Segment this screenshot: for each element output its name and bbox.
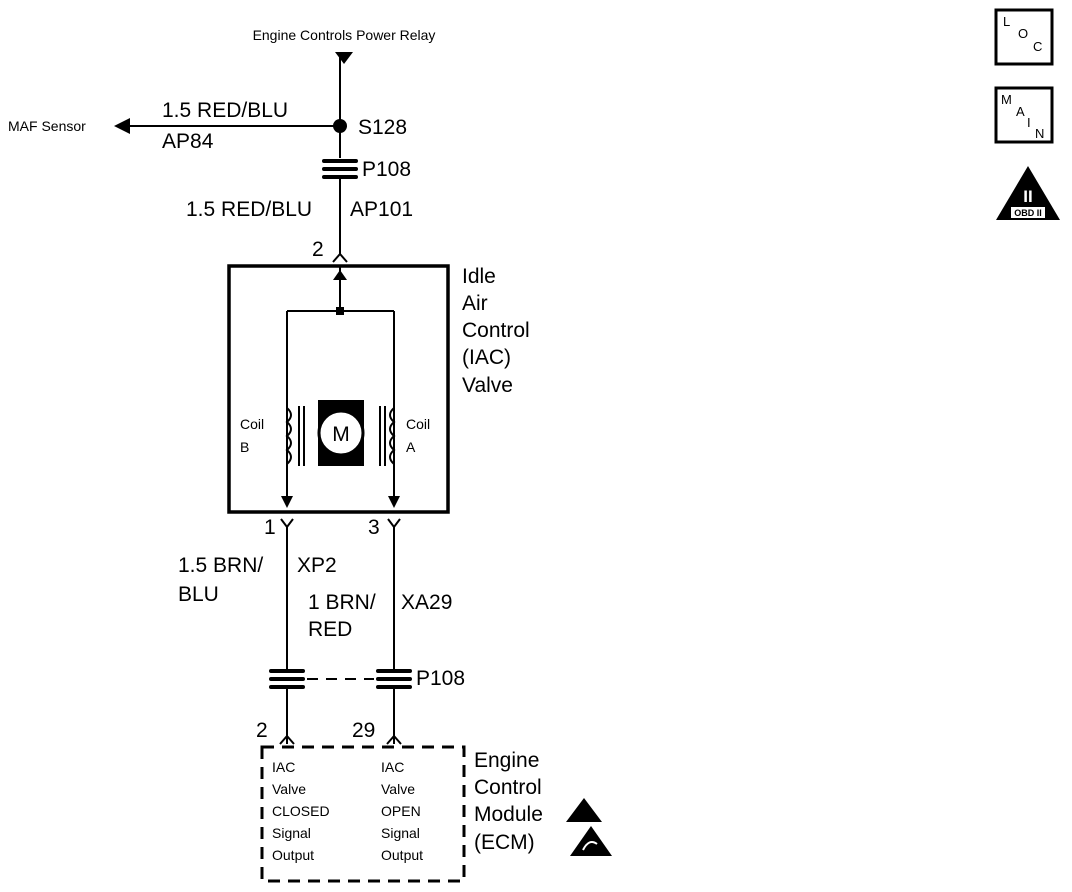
connector-bottom-right [376,669,412,689]
svg-text:Signal: Signal [272,825,311,841]
ecm-right-signal: IAC Valve OPEN Signal Output [381,759,423,863]
obd-ii-icon: II OBD II [996,166,1060,220]
svg-text:Valve: Valve [381,781,415,797]
iac-valve-box [227,264,450,514]
splice-label: S128 [358,116,407,139]
coil-b-label-2: B [240,439,249,455]
connector-bottom-label: P108 [416,667,465,690]
svg-text:Engine: Engine [474,749,539,772]
ecm-title: Engine Control Module (ECM) [474,749,543,854]
coil-a-label-1: Coil [406,416,430,432]
svg-text:L: L [1003,14,1010,29]
svg-text:Valve: Valve [272,781,306,797]
iac-title: Idle Air Control (IAC) Valve [462,265,530,397]
coil-a-arrow-icon [388,496,400,508]
wire-right-label-1: 1 BRN/ [308,591,376,614]
svg-text:N: N [1035,126,1044,141]
svg-text:OPEN: OPEN [381,803,421,819]
maf-wire-label: 1.5 RED/BLU [162,99,288,122]
svg-text:IAC: IAC [272,759,295,775]
main-icon: M A I N [994,86,1054,144]
svg-text:(ECM): (ECM) [474,831,535,854]
iac-internal-arrow-icon [333,270,347,280]
feed-circuit-label: AP101 [350,198,413,221]
ecm-box [260,745,466,883]
feed-wire-label: 1.5 RED/BLU [186,198,312,221]
svg-text:M: M [1001,92,1012,107]
svg-text:A: A [1016,104,1025,119]
svg-text:I: I [1027,115,1031,130]
coil-a-icon [379,406,396,466]
svg-text:Signal: Signal [381,825,420,841]
connector-top [322,159,358,179]
ecm-pin-right: 29 [352,719,375,742]
wire-right-circuit: XA29 [401,591,452,614]
ecm-pin-right-terminal [386,734,402,745]
svg-text:Output: Output [272,847,314,863]
splice-dot [333,119,347,133]
svg-text:CLOSED: CLOSED [272,803,330,819]
iac-pin-top: 2 [312,238,324,261]
loc-icon: L O C [994,8,1054,66]
motor-icon [317,400,365,466]
iac-pin-left: 1 [264,516,276,539]
svg-text:II: II [1023,187,1032,206]
svg-text:Control: Control [474,776,542,799]
relay-label: Engine Controls Power Relay [253,27,436,43]
svg-text:IAC: IAC [381,759,404,775]
wire-right-label-2: RED [308,618,352,641]
iac-pin-right: 3 [368,516,380,539]
relay-arrow-icon [335,52,353,64]
svg-text:(IAC): (IAC) [462,346,511,369]
motor-label: M [332,423,350,446]
ecm-left-signal: IAC Valve CLOSED Signal Output [272,759,330,863]
connector-bottom-left [269,669,305,689]
wire-left-label-2: BLU [178,583,219,606]
esd-warning-icon-top [566,798,602,822]
svg-text:O: O [1018,26,1028,41]
maf-circuit-label: AP84 [162,130,214,153]
svg-text:C: C [1033,39,1042,54]
svg-text:Control: Control [462,319,530,342]
coil-b-label-1: Coil [240,416,264,432]
esd-warning-icon-bottom [570,826,612,856]
iac-pin-right-terminal [387,518,401,529]
ecm-pin-left: 2 [256,719,268,742]
coil-b-arrow-icon [281,496,293,508]
svg-text:Idle: Idle [462,265,496,288]
iac-pin-top-terminal [332,252,348,263]
maf-arrow-icon [114,118,130,134]
svg-text:Output: Output [381,847,423,863]
svg-text:OBD II: OBD II [1014,208,1042,218]
wire-left-label-1: 1.5 BRN/ [178,554,263,577]
coil-b-icon [285,406,305,466]
svg-text:Air: Air [462,292,488,315]
wire-left-circuit: XP2 [297,554,337,577]
maf-label: MAF Sensor [8,118,86,134]
connector-top-label: P108 [362,158,411,181]
ecm-pin-left-terminal [279,734,295,745]
svg-text:Valve: Valve [462,374,513,397]
iac-pin-left-terminal [280,518,294,529]
coil-a-label-2: A [406,439,416,455]
svg-text:Module: Module [474,803,543,826]
